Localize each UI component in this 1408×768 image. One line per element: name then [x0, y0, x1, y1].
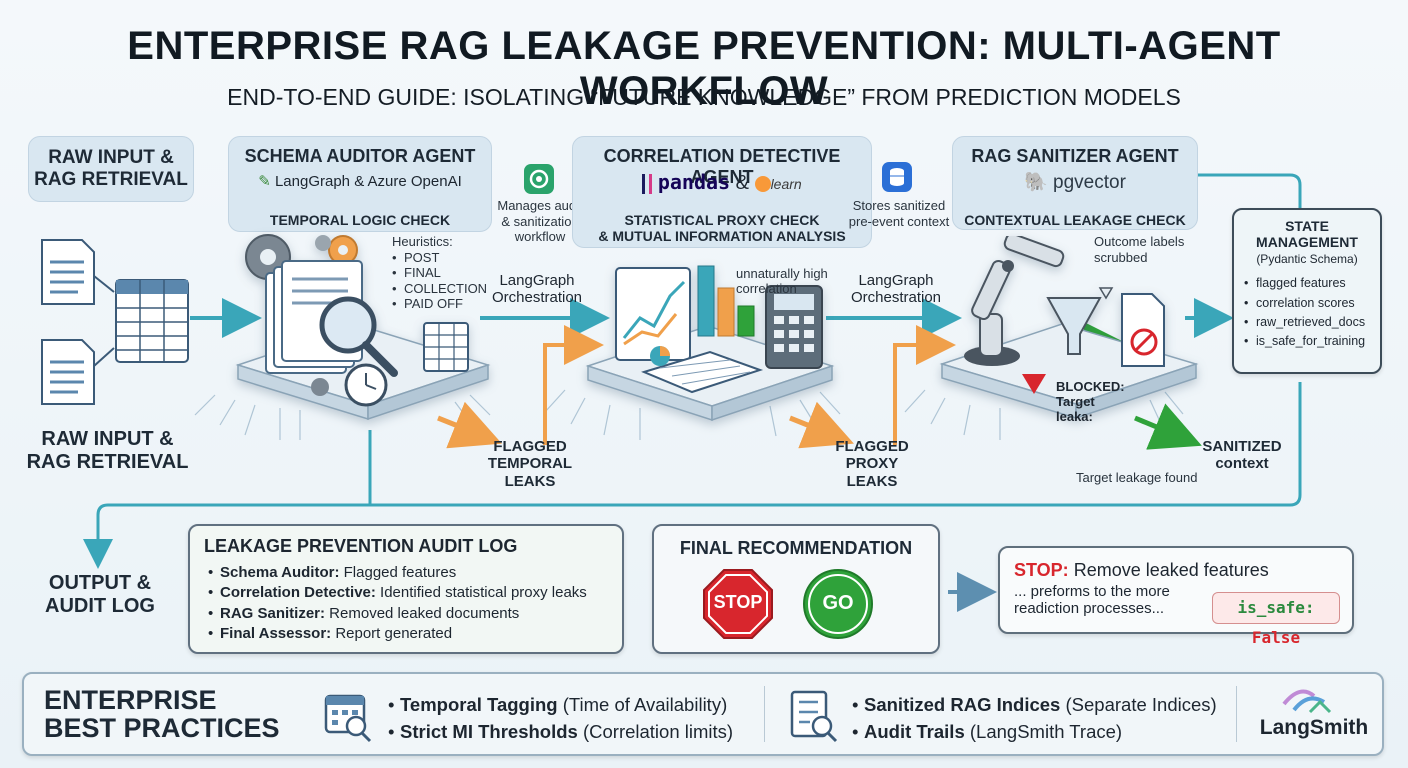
connector-2-label: LangGraph Orchestration: [850, 272, 942, 307]
best-practices-left-list: Temporal Tagging (Time of Availability) …: [388, 692, 733, 746]
correlation-note-text: unnaturally high correlation: [736, 265, 828, 297]
result-stop-line: STOP: Remove leaked features: [1014, 560, 1269, 580]
is-safe-badge: is_safe: False: [1212, 592, 1340, 647]
state-field: raw_retrieved_docs: [1244, 313, 1380, 333]
best-practice-item: Audit Trails (LangSmith Trace): [852, 719, 1217, 746]
page-subtitle: END-TO-END GUIDE: ISOLATING “FUTURE KNOW…: [227, 84, 1181, 110]
raw-input-label: RAW INPUT & RAG RETRIEVAL: [34, 147, 188, 190]
scrub-note: Outcome labels scrubbed: [1094, 234, 1185, 265]
best-practices-right-list: Sanitized RAG Indices (Separate Indices)…: [852, 692, 1217, 746]
state-management-panel: STATE MANAGEMENT (Pydantic Schema) flagg…: [1232, 208, 1382, 374]
stop-sign-label: STOP: [713, 592, 763, 612]
divider: [764, 686, 765, 742]
langsmith-logo-icon: [1282, 689, 1332, 714]
statistical-proxy-check-label: STATISTICAL PROXY CHECK & MUTUAL INFORMA…: [598, 212, 846, 245]
best-practice-item: Temporal Tagging (Time of Availability): [388, 692, 733, 719]
temporal-logic-check-label: TEMPORAL LOGIC CHECK: [269, 212, 451, 228]
calendar-search-icon: [324, 694, 372, 743]
audit-log-row: Final Assessor: Report generated: [208, 624, 622, 645]
state-field: flagged features: [1244, 274, 1380, 294]
sklearn-icon: [754, 175, 771, 192]
correlation-detective-platform: [585, 265, 835, 422]
schema-auditor-header: [228, 136, 492, 232]
rag-sanitizer-platform: [939, 236, 1199, 420]
raw-input-bottom-label: RAW INPUT & RAG RETRIEVAL: [26, 428, 189, 473]
best-practices-title: ENTERPRISE BEST PRACTICES: [44, 685, 280, 744]
audit-log-row: RAG Sanitizer: Removed leaked documents: [208, 604, 622, 625]
schema-auditor-platform: [235, 234, 491, 421]
state-management-title: STATE MANAGEMENT: [1256, 218, 1358, 251]
audit-log-row: Correlation Detective: Identified statis…: [208, 583, 622, 604]
schema-auditor-title: SCHEMA AUDITOR AGENT: [244, 146, 476, 166]
state-field: correlation scores: [1244, 294, 1380, 314]
openai-icon: [524, 164, 554, 194]
correlation-detective-tools: pandas & learn: [572, 170, 872, 195]
state-field: is_safe_for_training: [1244, 332, 1380, 352]
divider: [1236, 686, 1237, 742]
result-panel: STOP: Remove leaked features ... preform…: [998, 546, 1354, 634]
sanitized-context-label: SANITIZED context: [1202, 438, 1282, 473]
result-line-3: readiction processes...: [1014, 600, 1165, 617]
audit-log-list: Schema Auditor: Flagged features Correla…: [208, 563, 622, 644]
page-title: ENTERPRISE RAG LEAKAGE PREVENTION: MULTI…: [127, 24, 1281, 113]
heuristic-item: COLLECTION: [392, 281, 492, 297]
go-sign-label: GO: [822, 592, 854, 614]
final-recommendation-panel: FINAL RECOMMENDATION: [652, 524, 940, 654]
audit-log-row: Schema Auditor: Flagged features: [208, 563, 622, 584]
rag-sanitizer-title: RAG SANITIZER AGENT: [971, 146, 1179, 166]
correlation-note: unnaturally high correlation: [736, 250, 846, 297]
heuristic-item: PAID OFF: [392, 296, 492, 312]
rag-sanitizer-tools: 🐘 pgvector: [952, 170, 1198, 194]
stop-go-signs: [703, 569, 873, 639]
schema-auditor-tools: ✎ LangGraph & Azure OpenAI: [234, 172, 486, 190]
correlation-detective-title: CORRELATION DETECTIVE AGENT: [603, 146, 841, 187]
audit-log-panel: LEAKAGE PREVENTION AUDIT LOG Schema Audi…: [188, 524, 624, 654]
output-audit-label: OUTPUT & AUDIT LOG: [45, 572, 155, 617]
checklist-search-icon: [790, 690, 838, 743]
raw-input-box: RAW INPUT & RAG RETRIEVAL: [28, 136, 194, 202]
heuristic-item: FINAL: [392, 265, 492, 281]
pgvector-text: pgvector: [1053, 172, 1126, 193]
best-practice-item: Sanitized RAG Indices (Separate Indices): [852, 692, 1217, 719]
document-stack-icon: [41, 239, 189, 405]
database-icon: [882, 162, 912, 192]
postgres-icon: 🐘: [1024, 172, 1048, 193]
heuristics-box: Heuristics: POST FINAL COLLECTION PAID O…: [392, 234, 492, 312]
correlation-detective-header: [572, 136, 872, 248]
flagged-proxy-leaks-label: FLAGGED PROXY LEAKS: [835, 438, 909, 490]
rag-sanitizer-header: [952, 136, 1198, 230]
contextual-leakage-check-label: CONTEXTUAL LEAKAGE CHECK: [964, 212, 1186, 228]
flagged-temporal-leaks-label: FLAGGED TEMPORAL LEAKS: [487, 438, 573, 490]
connector-2-note: Stores sanitized pre-event context: [848, 198, 950, 229]
target-leakage-found-label: Target leakage found: [1076, 470, 1198, 485]
heuristics-title: Heuristics:: [392, 234, 453, 249]
final-recommendation-title: FINAL RECOMMENDATION: [679, 538, 913, 558]
best-practice-item: Strict MI Thresholds (Correlation limits…: [388, 719, 733, 746]
state-management-subtitle: (Pydantic Schema): [1256, 252, 1358, 267]
tools-amp: &: [735, 172, 749, 194]
langgraph-icon: ✎: [258, 173, 271, 190]
state-field-list: flagged features correlation scores raw_…: [1244, 274, 1380, 352]
pandas-text: pandas: [657, 170, 731, 194]
pandas-icon: [642, 173, 653, 194]
result-line-2: ... preforms to the more: [1014, 583, 1170, 600]
blocked-label: BLOCKED: Target leaka:: [1056, 379, 1125, 424]
sklearn-text: learn: [770, 176, 802, 192]
langsmith-brand: LangSmith: [1259, 716, 1369, 739]
audit-log-title: LEAKAGE PREVENTION AUDIT LOG: [204, 536, 518, 556]
heuristics-list: POST FINAL COLLECTION PAID OFF: [392, 250, 492, 312]
heuristic-item: POST: [392, 250, 492, 266]
connector-1-label: LangGraph Orchestration: [491, 272, 583, 307]
schema-auditor-tools-text: LangGraph & Azure OpenAI: [274, 173, 462, 190]
